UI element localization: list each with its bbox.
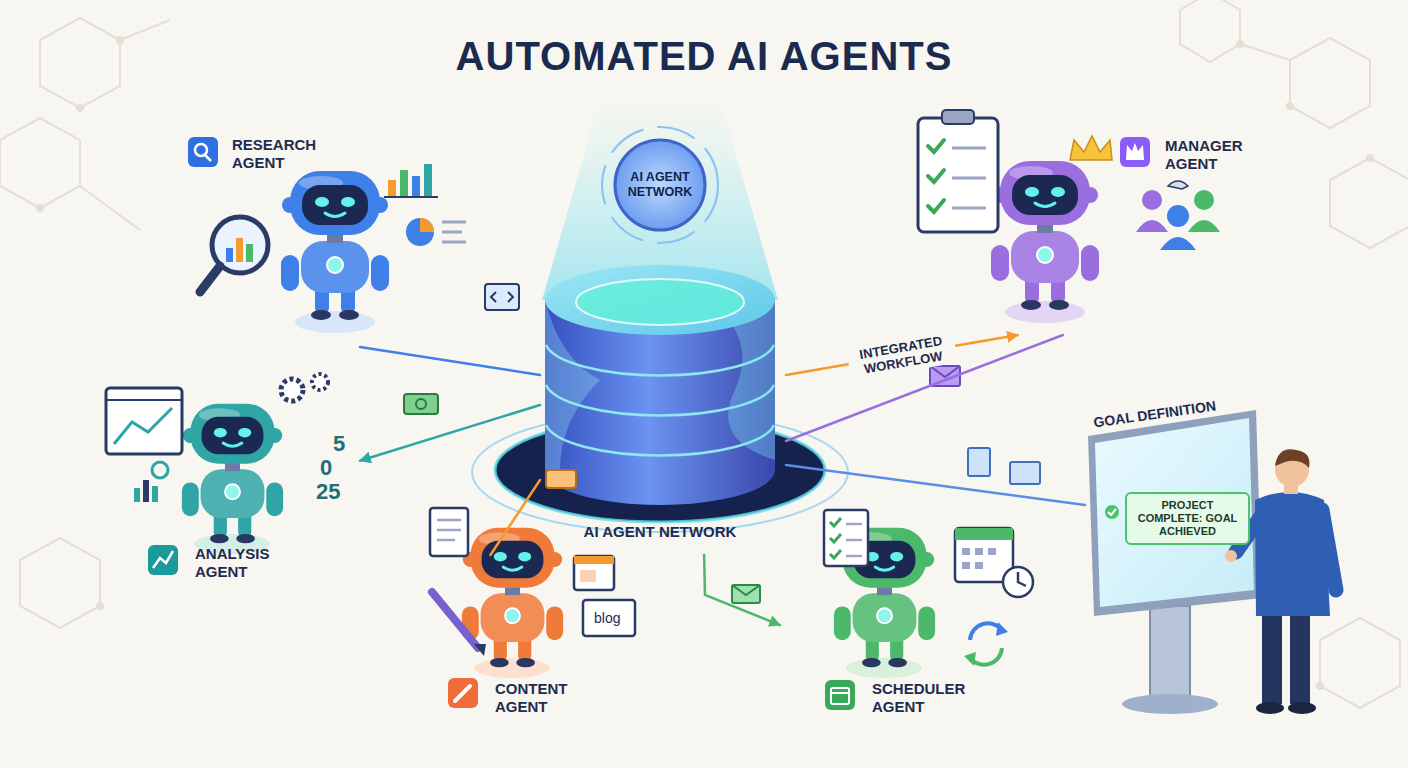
agent-label: SCHEDULER AGENT <box>872 680 987 716</box>
callout-number: 25 <box>316 480 340 504</box>
badge-label: AI AGENT NETWORK <box>613 170 707 200</box>
connector <box>490 480 540 555</box>
window-text: blog <box>594 610 620 626</box>
network-badge: AI AGENT NETWORK <box>613 138 707 232</box>
hub-label: AI AGENT NETWORK <box>540 523 780 540</box>
callout-number: 5 <box>333 432 345 456</box>
agent-label: ANALYSIS AGENT <box>195 545 310 581</box>
kiosk-heading: GOAL DEFINITION <box>1092 397 1216 430</box>
agent-label: RESEARCH AGENT <box>232 136 347 172</box>
callout-number: 0 <box>320 456 332 480</box>
agent-label: CONTENT AGENT <box>495 680 610 716</box>
network-hub: AI AGENT NETWORK <box>540 255 786 555</box>
connector <box>360 347 540 375</box>
diagram-title: AUTOMATED AI AGENTS <box>0 34 1408 79</box>
agent-group: CONTENT AGENT <box>420 555 640 720</box>
agent-group: RESEARCH AGENT <box>180 125 480 347</box>
agent-label: MANAGER AGENT <box>1165 137 1280 173</box>
edge-label: INTEGRATED WORKFLOW <box>846 329 958 381</box>
goal-kiosk: GOAL DEFINITION PROJECT COMPLETE: GOAL AC… <box>1085 400 1265 612</box>
connector <box>360 405 540 461</box>
agent-group: SCHEDULER AGENT <box>780 510 1060 720</box>
screen-message: PROJECT COMPLETE: GOAL ACHIEVED <box>1125 492 1250 545</box>
agent-group: MANAGER AGENT <box>905 105 1281 335</box>
connector <box>786 465 1085 505</box>
connector <box>704 555 780 625</box>
